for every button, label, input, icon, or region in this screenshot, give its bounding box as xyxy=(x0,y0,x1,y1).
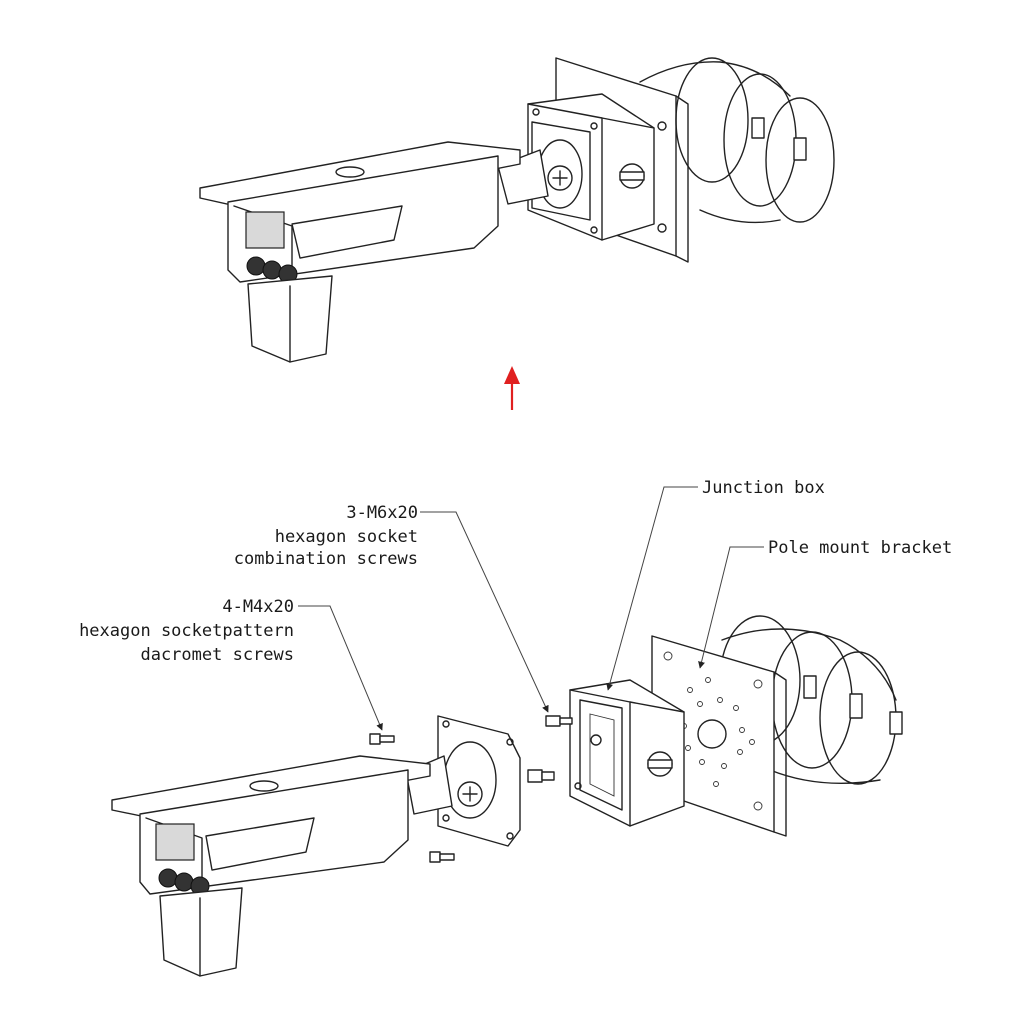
exploded-view: 3-M6x20 hexagon socket combination screw… xyxy=(79,478,952,977)
assembly-arrow-icon xyxy=(504,366,520,410)
label-m4-line-1: 4-M4x20 xyxy=(222,597,294,617)
assembled-mount-plate xyxy=(497,121,591,221)
label-m6-line-1: 3-M6x20 xyxy=(346,503,418,523)
label-m4-line-2: hexagon socketpattern xyxy=(79,621,294,641)
leader-lines xyxy=(298,486,764,731)
label-pole-mount-bracket: Pole mount bracket xyxy=(768,538,952,558)
label-m6-screws: 3-M6x20 hexagon socket combination screw… xyxy=(234,503,418,569)
label-m4-screws: 4-M4x20 hexagon socketpattern dacromet s… xyxy=(79,597,294,665)
assembled-camera-body xyxy=(199,141,521,363)
m4-screws xyxy=(369,733,455,863)
m6-screws xyxy=(527,715,573,783)
label-m6-line-3: combination screws xyxy=(234,549,418,569)
camera-body xyxy=(111,755,431,977)
label-junction-box: Junction box xyxy=(702,478,825,498)
junction-box xyxy=(569,679,685,827)
mount-plate xyxy=(405,715,521,847)
label-m6-line-2: hexagon socket xyxy=(275,527,418,547)
label-m4-line-3: dacromet screws xyxy=(140,645,294,665)
pole-mount-bracket xyxy=(651,615,903,837)
assembled-camera xyxy=(199,57,835,363)
